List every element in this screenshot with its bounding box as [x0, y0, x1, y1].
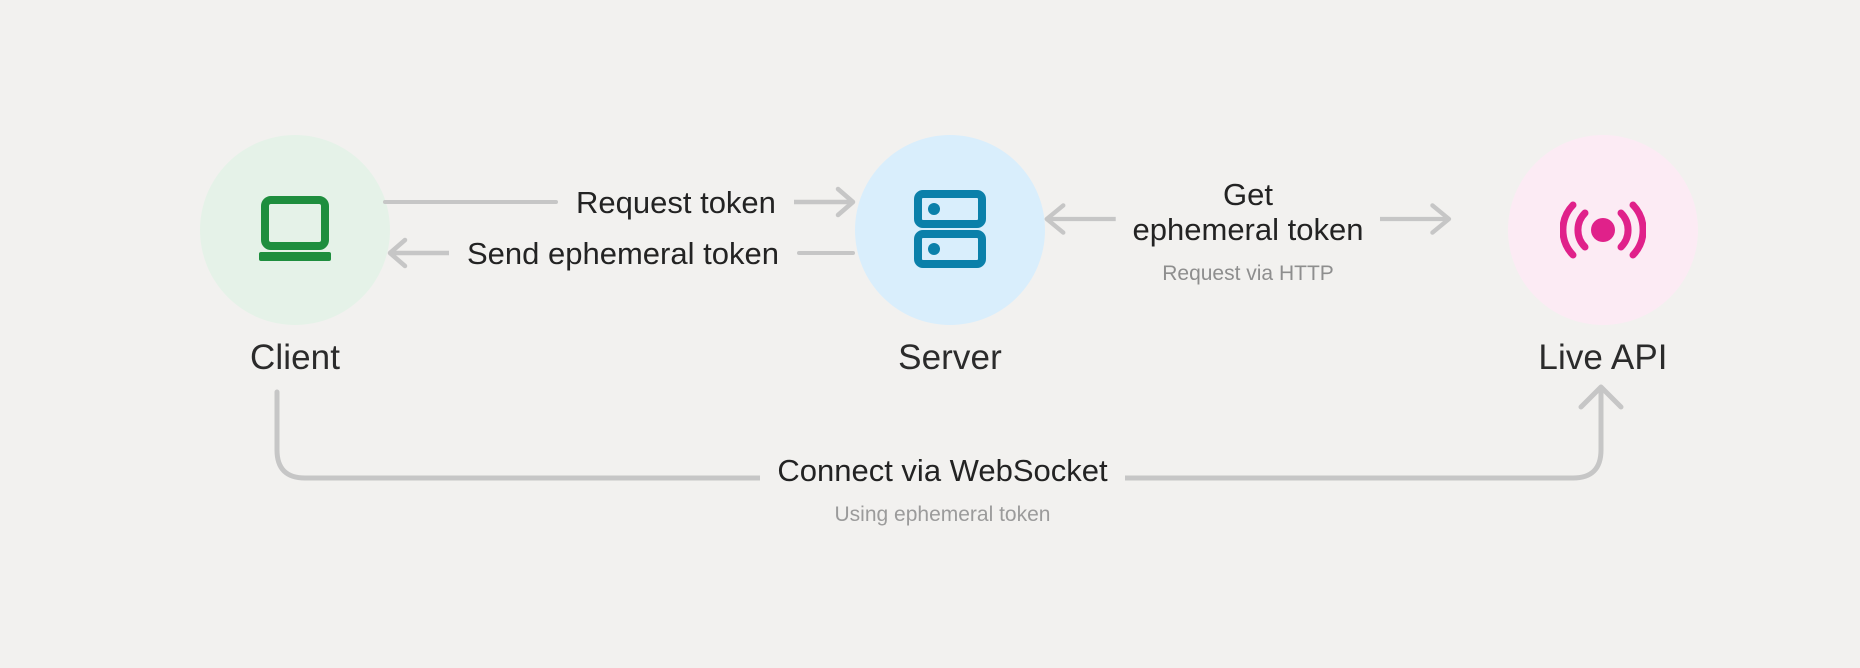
client-icon-circle — [200, 135, 390, 325]
connection-connect-via-websocket-label: Connect via WebSocket — [777, 453, 1108, 488]
node-client: Client — [200, 135, 390, 378]
connection-connect-via-websocket-sublabel: Using ephemeral token — [834, 503, 1051, 526]
connection-request-token-label: Request token — [576, 184, 776, 220]
connection-send-ephemeral-token-label: Send ephemeral token — [467, 235, 779, 271]
connection-send-ephemeral-token: Send ephemeral token — [383, 236, 855, 270]
node-live-api: Live API — [1508, 135, 1698, 378]
broadcast-signal-icon — [1560, 201, 1646, 259]
arrow-left-icon — [1044, 203, 1116, 235]
connection-get-ephemeral-token-label-line1: Get — [1223, 177, 1273, 212]
connection-get-ephemeral-token: Get ephemeral token Request via HTTP — [1038, 177, 1458, 286]
arrow-right-icon — [793, 186, 856, 218]
arrow-up-icon — [1578, 384, 1624, 410]
connector-line — [796, 251, 855, 255]
server-icon — [914, 190, 986, 268]
connection-get-ephemeral-token-sublabel: Request via HTTP — [1162, 262, 1334, 286]
node-server-label: Server — [898, 338, 1002, 377]
arrow-right-icon — [1380, 203, 1452, 235]
node-server: Server — [855, 135, 1045, 378]
laptop-icon — [259, 196, 331, 261]
connection-request-token: Request token — [383, 185, 860, 219]
node-live-api-label: Live API — [1538, 338, 1668, 377]
server-icon-circle — [855, 135, 1045, 325]
connection-connect-via-websocket: Connect via WebSocket Using ephemeral to… — [760, 455, 1125, 525]
connection-get-ephemeral-token-text: Get ephemeral token Request via HTTP — [1122, 177, 1375, 286]
connector-line — [383, 200, 558, 204]
arrow-left-icon — [387, 237, 449, 269]
live-api-icon-circle — [1508, 135, 1698, 325]
node-client-label: Client — [249, 338, 341, 377]
connection-get-ephemeral-token-label-line2: ephemeral token — [1132, 211, 1364, 247]
